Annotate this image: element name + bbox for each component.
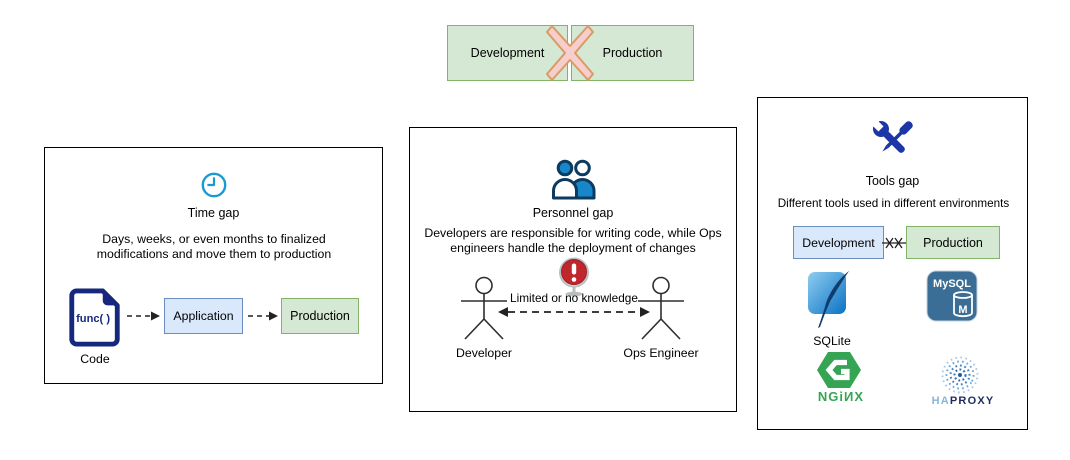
sqlite-logo-icon xyxy=(808,271,849,328)
personnel-gap-panel: Personnel gap Developers are responsible… xyxy=(409,127,737,412)
nginx-label: NGiИX xyxy=(817,389,865,404)
tools-production-label: Production xyxy=(923,235,983,250)
tools-gap-description: Different tools used in different enviro… xyxy=(777,197,1010,210)
ops-engineer-label: Ops Engineer xyxy=(623,346,699,360)
dashed-arrow-icon xyxy=(248,311,278,321)
tools-development-box: Development xyxy=(793,226,884,259)
production-box: Production xyxy=(281,298,359,334)
tools-icon xyxy=(870,118,913,153)
banner-production-label: Production xyxy=(602,46,663,60)
tools-production-box: Production xyxy=(906,226,1000,259)
sqlite-label: SQLite xyxy=(813,334,851,348)
developer-stick-figure xyxy=(461,276,507,340)
code-label: Code xyxy=(80,352,110,366)
nginx-logo-icon xyxy=(817,352,861,388)
time-gap-title: Time gap xyxy=(187,206,240,220)
x-mark-icon xyxy=(546,25,594,81)
ops-engineer-stick-figure xyxy=(638,276,684,340)
code-icon-text: func( ) xyxy=(76,313,110,325)
code-file-icon: func( ) xyxy=(69,288,120,347)
tools-gap-title: Tools gap xyxy=(865,174,920,188)
broken-link-icon xyxy=(882,237,906,249)
developer-label: Developer xyxy=(455,346,513,360)
haproxy-label-ha: HA xyxy=(931,395,950,407)
mysql-cylinder-letter: M xyxy=(958,304,967,316)
people-icon xyxy=(552,159,596,200)
personnel-gap-description: Developers are responsible for writing c… xyxy=(424,226,722,255)
dashed-arrow-icon xyxy=(127,311,160,321)
banner-development-label: Development xyxy=(470,46,545,60)
application-label: Application xyxy=(173,309,234,323)
haproxy-label-proxy: PROXY xyxy=(949,395,995,407)
tools-gap-panel: Tools gap Different tools used in differ… xyxy=(757,97,1028,430)
application-box: Application xyxy=(164,298,243,334)
time-gap-panel: Time gap Days, weeks, or even months to … xyxy=(44,147,383,384)
personnel-gap-title: Personnel gap xyxy=(532,206,614,220)
globe-warning-icon xyxy=(559,257,589,297)
haproxy-logo-icon xyxy=(941,356,979,394)
haproxy-label: HAPROXY xyxy=(918,395,1008,407)
mysql-logo-text: MySQL xyxy=(933,278,971,290)
knowledge-arrow-label: Limited or no knowledge xyxy=(510,291,638,305)
production-label: Production xyxy=(290,309,350,323)
tools-development-label: Development xyxy=(802,235,875,250)
mysql-logo-icon: MySQL M xyxy=(926,270,978,322)
time-gap-description: Days, weeks, or even months to finalized… xyxy=(96,232,332,261)
double-dashed-arrow-icon xyxy=(498,307,650,317)
clock-icon xyxy=(201,172,227,198)
